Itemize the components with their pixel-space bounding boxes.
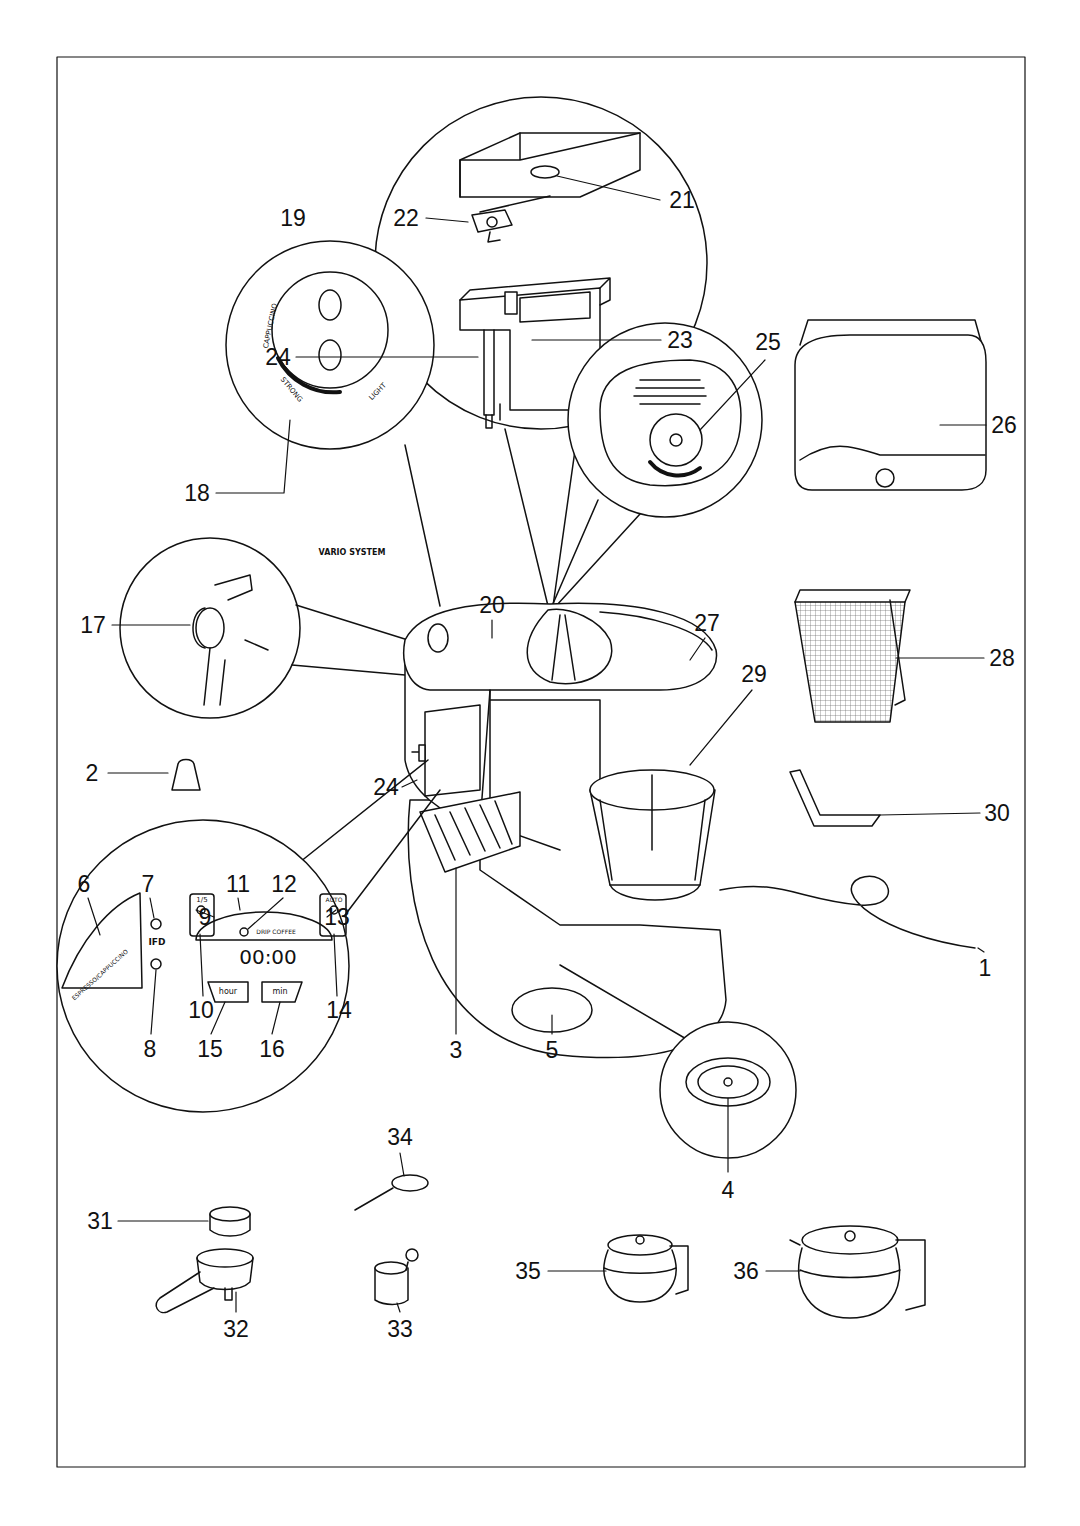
callout-number: 21	[669, 189, 695, 212]
callout-number: 22	[393, 207, 419, 230]
callout-number: 11	[226, 873, 250, 896]
callout-number: 8	[144, 1038, 157, 1061]
bracket	[790, 770, 880, 826]
callout-number: 26	[991, 414, 1017, 437]
callout-number: 2	[86, 762, 99, 785]
callout-number: 28	[989, 647, 1015, 670]
callout-number: 19	[280, 207, 306, 230]
callout-number: 14	[326, 999, 352, 1022]
callout-number: 27	[694, 612, 720, 635]
knob-detail	[120, 538, 408, 718]
panel-text: 00:00	[239, 947, 297, 967]
callout-number: 25	[755, 331, 781, 354]
callout-number: 18	[184, 482, 210, 505]
callout-number: 5	[546, 1039, 559, 1062]
callout-number: 1	[979, 957, 992, 980]
flavour-detail	[552, 323, 762, 606]
leader-lines	[88, 176, 986, 1312]
callout-number: 10	[188, 999, 214, 1022]
callout-number: 23	[667, 329, 693, 352]
control-panel	[57, 820, 349, 1112]
callout-number: 3	[450, 1039, 463, 1062]
callout-number: 20	[479, 594, 505, 617]
callout-number: 13	[324, 906, 350, 929]
accessories	[156, 1175, 925, 1318]
callout-number: 12	[271, 873, 297, 896]
callout-number: 6	[78, 873, 91, 896]
panel-text: IFD	[149, 938, 166, 947]
panel-text: DRIP COFFEE	[256, 929, 295, 935]
callout-number: 36	[733, 1260, 759, 1283]
callout-number: 31	[87, 1210, 113, 1233]
frame	[57, 57, 1025, 1467]
panel-text: VARIO SYSTEM	[319, 549, 386, 557]
callout-number: 30	[984, 802, 1010, 825]
callout-number: 9	[199, 906, 212, 929]
filter-holder	[795, 590, 910, 722]
callout-number: 4	[722, 1179, 735, 1202]
panel-text: hour	[219, 988, 237, 996]
panel-text: AUTO	[326, 897, 343, 903]
callout-number: 7	[142, 873, 155, 896]
callout-number: 32	[223, 1318, 249, 1341]
callout-number: 29	[741, 663, 767, 686]
callout-number: 24	[373, 776, 399, 799]
machine	[300, 603, 975, 1057]
callout-number: 34	[387, 1126, 413, 1149]
callout-number: 15	[197, 1038, 223, 1061]
panel-text: min	[272, 988, 287, 996]
callout-number: 35	[515, 1260, 541, 1283]
panel-text: 1/5	[196, 897, 207, 904]
callout-number: 17	[80, 614, 106, 637]
callout-number: 16	[259, 1038, 285, 1061]
cap	[172, 760, 200, 791]
water-tank	[795, 320, 986, 490]
callout-number: 33	[387, 1318, 413, 1341]
